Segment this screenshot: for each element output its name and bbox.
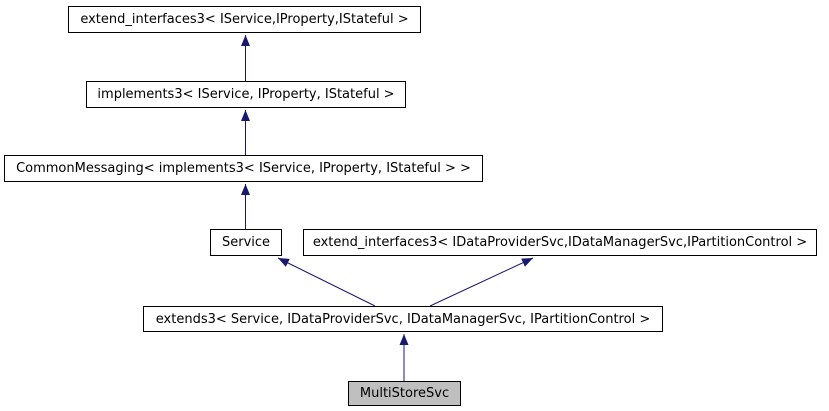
class-node-label: implements3< IService, IProperty, IState… <box>97 87 395 102</box>
class-node-multistoresvc-current: MultiStoreSvc <box>348 381 461 406</box>
class-node-label: CommonMessaging< implements3< IService, … <box>16 161 471 176</box>
class-node-label: extends3< Service, IDataProviderSvc, IDa… <box>155 311 651 327</box>
class-node-extend-interfaces3-iservice[interactable]: extend_interfaces3< IService,IProperty,I… <box>68 6 421 33</box>
class-node-label: extend_interfaces3< IDataProviderSvc,IDa… <box>312 235 808 250</box>
inheritance-arrow-extends3-to-service <box>277 257 376 307</box>
class-node-label: MultiStoreSvc <box>359 386 450 401</box>
class-node-implements3[interactable]: implements3< IService, IProperty, IState… <box>86 81 406 108</box>
class-node-common-messaging[interactable]: CommonMessaging< implements3< IService, … <box>4 155 483 182</box>
class-node-extend-interfaces3-idataprovider[interactable]: extend_interfaces3< IDataProviderSvc,IDa… <box>303 229 817 256</box>
class-node-service[interactable]: Service <box>210 229 282 256</box>
inheritance-arrow-extends3-to-extend-interfaces3b <box>429 257 534 307</box>
class-node-extends3[interactable]: extends3< Service, IDataProviderSvc, IDa… <box>143 306 663 332</box>
class-node-label: Service <box>221 235 271 250</box>
class-node-label: extend_interfaces3< IService,IProperty,I… <box>80 12 409 27</box>
